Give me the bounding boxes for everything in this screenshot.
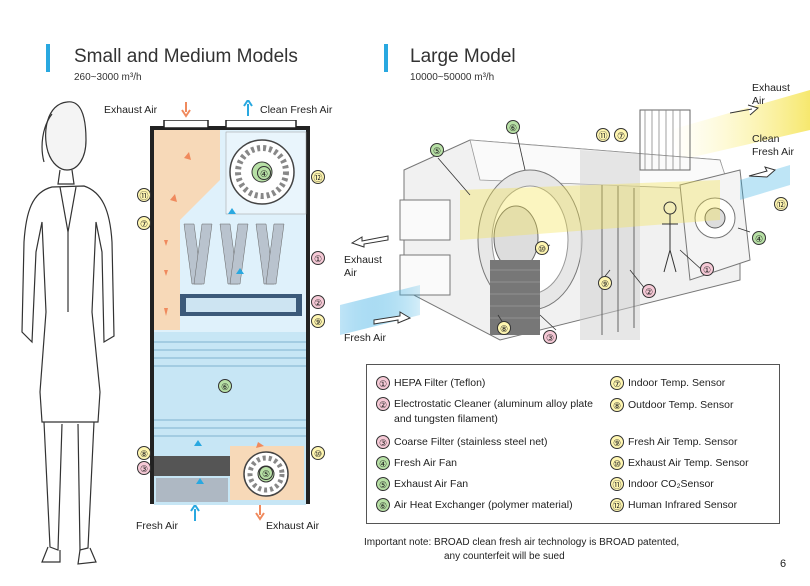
marker-8: ⑧ [137,446,151,460]
marker-1: ① [700,262,714,276]
legend-marker: ③ [376,435,390,449]
marker-10: ⑩ [311,446,325,460]
legend-item-co2-sensor: ⑪ Indoor CO₂Sensor [610,477,775,492]
fresh-arrow-icon [748,166,777,178]
legend-text: Exhaust Air Fan [394,478,469,490]
important-note-line1: Important note: BROAD clean fresh air te… [364,537,680,548]
right-section-range: 10000~50000 m³/h [410,72,495,83]
exhaust-arrow-down-icon [255,505,265,521]
marker-12: ⑫ [311,170,325,184]
section-accent-bar [46,44,50,72]
left-clean-fresh-air-label: Clean Fresh Air [260,104,333,116]
right-exhaust-air-left-label: Exhaust Air [344,254,382,279]
section-accent-bar [384,44,388,72]
legend-item-heat-exchanger: ⑥ Air Heat Exchanger (polymer material) [376,498,606,513]
legend-marker: ⑤ [376,477,390,491]
legend-marker: ① [376,376,390,390]
legend-box [366,364,780,524]
legend-item-coarse-filter: ③ Coarse Filter (stainless steel net) [376,435,596,450]
left-section-range: 260~3000 m³/h [74,72,142,83]
marker-5: ⑤ [259,466,273,480]
legend-text: Coarse Filter (stainless steel net) [394,436,548,448]
legend-item-infrared-sensor: ⑫ Human Infrared Sensor [610,498,775,513]
important-note-line2: any counterfeit will be sued [444,551,565,562]
legend-item-hepa: ① HEPA Filter (Teflon) [376,376,596,391]
left-exhaust-air-bottom-label: Exhaust Air [266,520,320,532]
exhaust-arrow-left-icon [350,235,389,248]
large-model-diagram [340,90,810,341]
marker-3: ③ [137,461,151,475]
legend-marker: ⑨ [610,435,624,449]
marker-9: ⑨ [311,314,325,328]
page-number: 6 [780,558,787,570]
marker-9: ⑨ [598,276,612,290]
legend-marker: ⑦ [610,376,624,390]
right-clean-fresh-air-label: Clean Fresh Air [752,133,795,158]
small-medium-unit-diagram [150,120,310,505]
fresh-arrow-up-icon [243,100,253,116]
marker-2: ② [311,295,325,309]
marker-11: ⑪ [137,188,151,202]
right-exhaust-air-top-label: Exhaust Air [752,82,790,107]
legend-text: Exhaust Air Temp. Sensor [628,457,749,469]
legend-text: Fresh Air Fan [394,457,458,469]
legend-item-electrostatic: ② Electrostatic Cleaner (aluminum alloy p… [376,397,596,427]
legend-item-exhaust-air-temp: ⑩ Exhaust Air Temp. Sensor [610,456,775,471]
legend-item-indoor-temp: ⑦ Indoor Temp. Sensor [610,376,775,391]
left-section-title: Small and Medium Models [74,46,298,67]
legend-text: Fresh Air Temp. Sensor [628,436,738,448]
marker-6: ⑥ [506,120,520,134]
woman-figure [21,101,115,565]
legend-marker: ⑥ [376,498,390,512]
left-fresh-air-bottom-label: Fresh Air [136,520,179,532]
legend-text: Outdoor Temp. Sensor [628,399,734,411]
left-exhaust-air-top-label: Exhaust Air [104,104,158,116]
legend-text: HEPA Filter (Teflon) [394,377,486,389]
marker-3: ③ [543,330,557,344]
legend-marker: ⑫ [610,498,624,512]
legend-marker: ⑩ [610,456,624,470]
legend-item-fresh-air-fan: ④ Fresh Air Fan [376,456,596,471]
legend-marker: ⑧ [610,398,624,412]
exhaust-arrow-down-icon [181,102,191,118]
legend-marker: ② [376,397,390,411]
legend-marker: ⑪ [610,477,624,491]
legend-item-outdoor-temp: ⑧ Outdoor Temp. Sensor [610,398,775,413]
fresh-arrow-up-icon [190,505,200,521]
legend-item-fresh-air-temp: ⑨ Fresh Air Temp. Sensor [610,435,775,450]
legend-text: Air Heat Exchanger (polymer material) [394,499,573,511]
marker-10: ⑩ [535,241,549,255]
fresh-arrow-right-icon [373,311,412,325]
marker-7: ⑦ [137,216,151,230]
marker-7: ⑦ [614,128,628,142]
legend-text: Indoor Temp. Sensor [628,377,726,389]
marker-6: ⑥ [218,379,232,393]
marker-12: ⑫ [774,197,788,211]
marker-2: ② [642,284,656,298]
legend-text: Electrostatic Cleaner (aluminum alloy pl… [394,398,594,425]
marker-8: ⑧ [497,321,511,335]
exhaust-arrow-icon [730,104,760,116]
right-section-title: Large Model [410,46,516,67]
legend-text: Human Infrared Sensor [628,499,738,511]
legend-marker: ④ [376,456,390,470]
marker-5: ⑤ [430,143,444,157]
legend-text: Indoor CO₂Sensor [628,478,714,490]
marker-4: ④ [257,166,271,180]
marker-4: ④ [752,231,766,245]
marker-11: ⑪ [596,128,610,142]
legend-item-exhaust-air-fan: ⑤ Exhaust Air Fan [376,477,596,492]
marker-1: ① [311,251,325,265]
right-fresh-air-label: Fresh Air [344,332,387,344]
